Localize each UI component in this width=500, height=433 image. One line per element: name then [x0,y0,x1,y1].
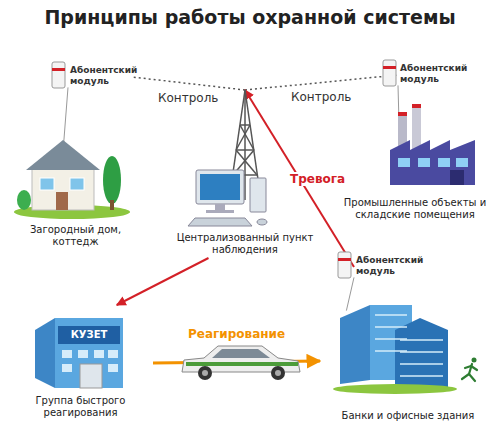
object-node: Загородный дом, коттедж [8,128,143,250]
object-caption: Группа быстрого реагирования [8,393,153,421]
computer [188,170,267,226]
object-caption: Банки и офисные здания [339,408,478,424]
sign-text: КУЗЕТ [58,329,120,340]
object-node: Группа быстрого реагирования [8,305,153,421]
edge-label: Тревога [287,172,348,186]
object-caption: Промышленные объекты и складские помещен… [335,195,495,223]
factory-drawing [390,104,475,185]
object-node: Промышленные объекты и складские помещен… [335,118,495,223]
object-caption: Централизованный пункт наблюдения [172,230,318,258]
diagram-title: Принципы работы охранной системы [0,6,500,28]
connector [117,258,209,305]
connector [245,75,398,90]
bank-buildings [333,305,457,394]
house-drawing [14,140,130,219]
connector [346,277,354,310]
object-caption: Загородный дом, коттедж [8,222,143,250]
running-man [462,358,477,382]
module-label: Абонентский модуль [354,254,424,278]
object-node: Банки и офисные здания [320,298,496,424]
module-node: Абонентский модуль [354,254,424,280]
module-node: Абонентский модуль [398,62,468,88]
patrol-car [182,346,300,380]
edge-label: Реагирование [185,327,288,341]
connector [132,77,245,90]
edge-label: Контроль [288,90,354,104]
module-icon [52,60,396,278]
module-label: Абонентский модуль [398,62,468,86]
module-label: Абонентский модуль [68,64,132,88]
edge-label: Контроль [155,91,221,105]
module-node: Абонентский модуль [68,64,132,90]
response-building [35,318,123,388]
